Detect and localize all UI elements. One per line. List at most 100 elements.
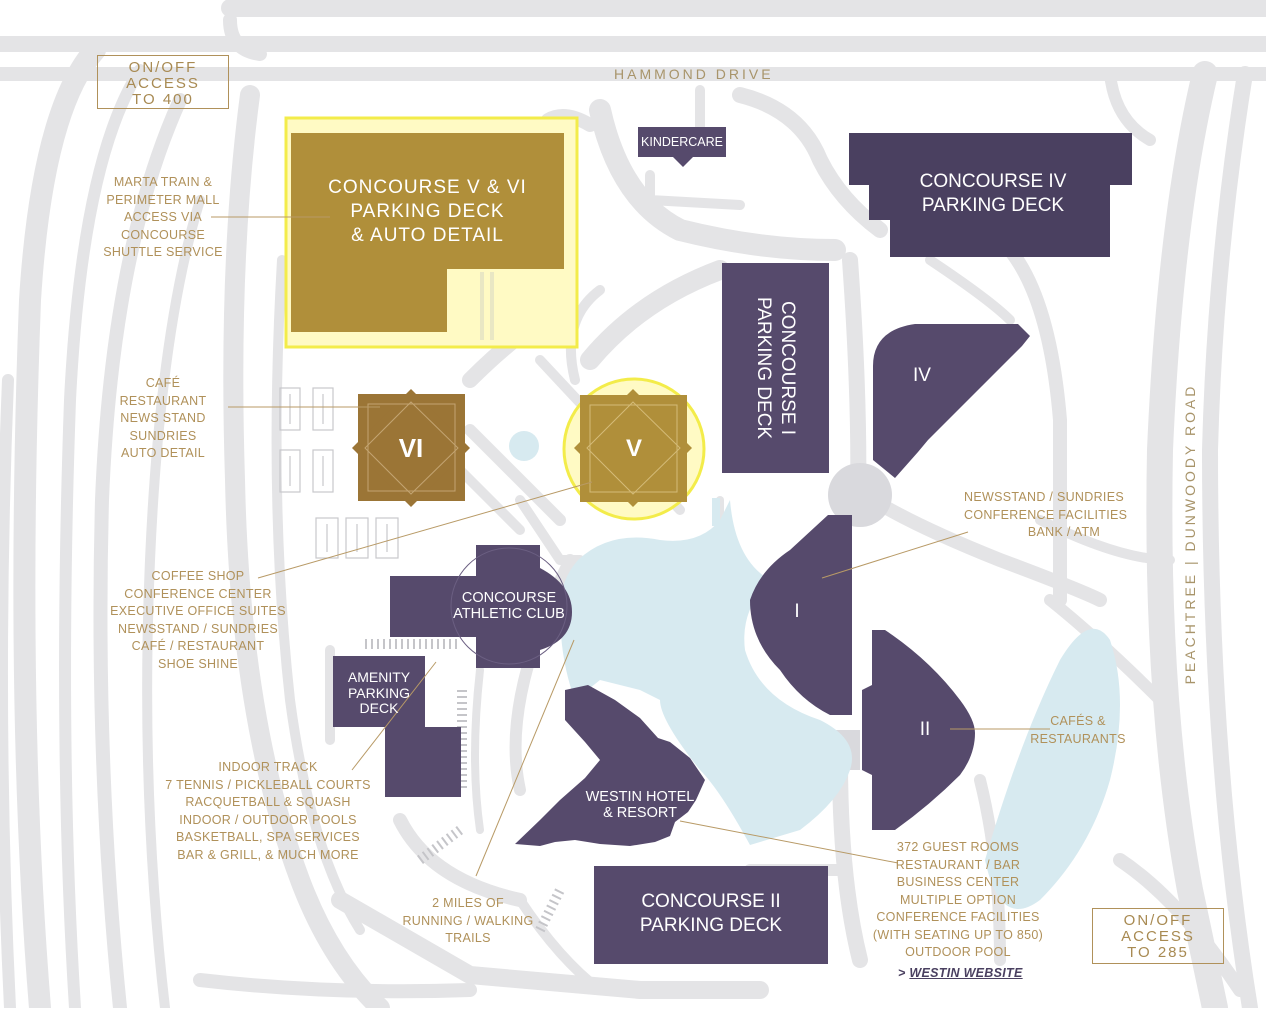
plaza-circle [828, 463, 892, 527]
deck-v-vi-line3: & AUTO DETAIL [351, 225, 504, 246]
trails-line2: RUNNING / WALKING [402, 913, 534, 928]
westin-building[interactable] [515, 685, 705, 846]
cafe-callout: CAFÉ RESTAURANT NEWS STAND SUNDRIES AUTO… [103, 375, 223, 463]
newsstand-line1: NEWSSTAND / SUNDRIES [964, 490, 1124, 504]
amenity-deck-line2: PARKING [348, 684, 410, 701]
trails-callout: 2 MILES OF RUNNING / WALKING TRAILS [400, 895, 536, 948]
amenity-deck-label: AMENITY PARKING DECK [333, 669, 425, 717]
access-400-line2: ACCESS [126, 75, 200, 92]
amenity-deck-line1: AMENITY [347, 669, 411, 685]
indoor-line3: RACQUETBALL & SQUASH [185, 795, 351, 809]
deck-iv-line2: PARKING DECK [921, 195, 1065, 216]
guest-line6: (WITH SEATING UP TO 850) [872, 927, 1044, 942]
deck-ii-label: CONCOURSE II PARKING DECK [594, 890, 828, 938]
guest-line2: RESTAURANT / BAR [895, 857, 1021, 872]
athletic-club-label: CONCOURSE ATHLETIC CLUB [440, 590, 578, 622]
deck-ii-line1: CONCOURSE II [641, 891, 781, 912]
coffee-line3: EXECUTIVE OFFICE SUITES [110, 604, 286, 618]
indoor-callout: INDOOR TRACK 7 TENNIS / PICKLEBALL COURT… [163, 759, 373, 864]
fountain [509, 431, 539, 461]
tower-vi-label: VI [398, 433, 424, 463]
guest-line5: CONFERENCE FACILITIES [876, 910, 1040, 924]
marta-line4: CONCOURSE [121, 227, 205, 242]
deck-v-vi-line1: CONCOURSE V & VI [328, 177, 527, 198]
marta-line5: SHUTTLE SERVICE [103, 245, 223, 259]
access-400-line3: TO 400 [132, 91, 194, 108]
tower-iv-building[interactable] [873, 324, 1030, 478]
tower-iv-label: IV [913, 365, 931, 386]
tower-ii-label: II [919, 719, 931, 740]
newsstand-callout: NEWSSTAND / SUNDRIES CONFERENCE FACILITI… [964, 489, 1128, 542]
deck-i-line2: PARKING DECK [753, 296, 774, 440]
marta-line3: ACCESS VIA [123, 210, 203, 224]
tower-i-building[interactable] [750, 515, 852, 715]
tower-vi-building[interactable] [352, 389, 470, 507]
cafe-line4: SUNDRIES [129, 428, 197, 443]
deck-iv-line1: CONCOURSE IV [919, 171, 1067, 192]
westin-link-prefix: > [898, 966, 906, 980]
deck-i-line1: CONCOURSE I [777, 300, 798, 436]
athletic-club-building[interactable] [390, 545, 572, 668]
canal [712, 498, 720, 526]
deck-i-building[interactable] [722, 263, 829, 473]
cafe-line2: RESTAURANT [119, 393, 207, 408]
hammond-drive-label: HAMMOND DRIVE [614, 66, 774, 82]
marta-callout: MARTA TRAIN & PERIMETER MALL ACCESS VIA … [93, 174, 233, 262]
indoor-line4: INDOOR / OUTDOOR POOLS [179, 812, 357, 827]
amenity-deck-building[interactable] [333, 656, 461, 797]
westin-link-text: WESTIN WEBSITE [909, 966, 1023, 980]
kindercare-label: KINDERCARE [641, 135, 723, 149]
deck-ii-building[interactable] [594, 866, 828, 964]
athletic-club-dome [450, 547, 568, 665]
cafe-line1: CAFÉ [145, 376, 181, 390]
westin-website-link[interactable]: > WESTIN WEBSITE [898, 966, 1023, 980]
guest-line1: 372 GUEST ROOMS [896, 840, 1020, 854]
guest-line4: MULTIPLE OPTION [899, 892, 1017, 907]
guest-line7: OUTDOOR POOL [905, 945, 1011, 959]
cafe-line3: NEWS STAND [120, 411, 206, 425]
coffee-line6: SHOE SHINE [157, 656, 239, 671]
indoor-line5: BASKETBALL, SPA SERVICES [176, 830, 360, 844]
trails-line1: 2 MILES OF [432, 896, 504, 910]
newsstand-line2: CONFERENCE FACILITIES [964, 507, 1128, 522]
coffee-line4: NEWSSTAND / SUNDRIES [118, 621, 278, 636]
amenity-deck-line3: DECK [359, 700, 399, 716]
indoor-line6: BAR & GRILL, & MUCH MORE [177, 847, 359, 862]
deck-i-label: CONCOURSE I PARKING DECK [751, 263, 799, 473]
access-400-box: ON/OFF ACCESS TO 400 [97, 55, 229, 109]
peachtree-dunwoody-label: PEACHTREE | DUNWOODY ROAD [1182, 383, 1198, 685]
access-285-box: ON/OFF ACCESS TO 285 [1092, 908, 1224, 964]
deck-ii-line2: PARKING DECK [639, 915, 783, 936]
athletic-club-line1: CONCOURSE [461, 590, 557, 606]
pond [985, 628, 1120, 909]
deck-iv-building[interactable] [849, 133, 1132, 257]
deck-v-vi-building[interactable] [291, 133, 564, 332]
deck-v-vi-line2: PARKING DECK [350, 201, 505, 222]
westin-label: WESTIN HOTEL & RESORT [570, 789, 710, 821]
kindercare-building[interactable] [638, 127, 726, 167]
marta-line1: MARTA TRAIN & [113, 175, 213, 189]
trails-line3: TRAILS [445, 931, 491, 945]
athletic-club-line2: ATHLETIC CLUB [453, 606, 565, 622]
coffee-line1: COFFEE SHOP [151, 569, 245, 583]
coffee-line2: CONFERENCE CENTER [124, 586, 272, 601]
coffee-line5: CAFÉ / RESTAURANT [131, 639, 265, 653]
tower-ii-building[interactable] [862, 630, 975, 830]
access-285-line1: ON/OFF [1123, 912, 1193, 929]
tower-i-label: I [794, 601, 800, 622]
tower-v-building[interactable] [574, 389, 692, 507]
lake [560, 500, 852, 845]
guest-line3: BUSINESS CENTER [896, 875, 1020, 889]
callout-lines [211, 216, 1050, 877]
cafes-line2: RESTAURANTS [1030, 731, 1126, 746]
marta-line2: PERIMETER MALL [106, 192, 220, 207]
coffee-callout: COFFEE SHOP CONFERENCE CENTER EXECUTIVE … [108, 568, 288, 673]
deck-iv-label: CONCOURSE IV PARKING DECK [869, 170, 1117, 218]
cafes-callout: CAFÉS & RESTAURANTS [1026, 713, 1130, 748]
indoor-line1: INDOOR TRACK [218, 760, 318, 774]
access-285-line2: ACCESS [1121, 928, 1195, 945]
indoor-line2: 7 TENNIS / PICKLEBALL COURTS [165, 777, 371, 792]
westin-line2: & RESORT [603, 804, 677, 821]
access-285-line3: TO 285 [1127, 944, 1189, 961]
